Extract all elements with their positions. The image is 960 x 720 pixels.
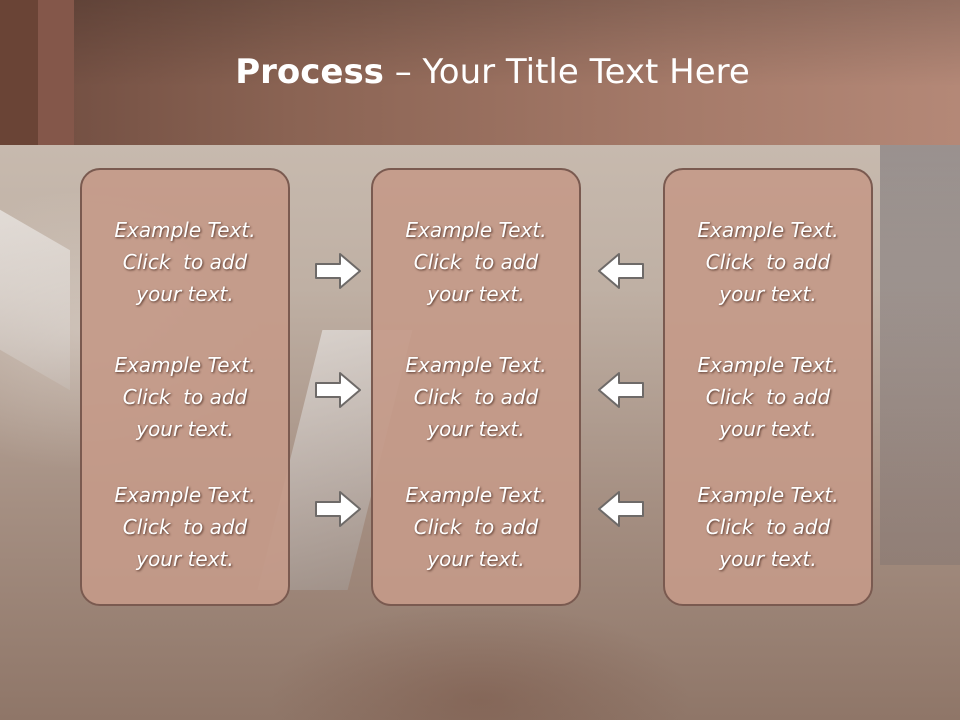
text-item[interactable]: Example Text. Click to add your text. [405, 483, 547, 571]
arrow-left-icon [598, 372, 644, 408]
text-item[interactable]: Example Text. Click to add your text. [114, 218, 256, 306]
slide-title[interactable]: Process – Your Title Text Here [0, 52, 960, 92]
title-rest: – Your Title Text Here [383, 52, 750, 92]
arrow-left-icon [598, 491, 644, 527]
arrow-left-icon [598, 253, 644, 289]
text-item[interactable]: Example Text. Click to add your text. [697, 353, 839, 441]
process-box-center[interactable]: Example Text. Click to add your text. Ex… [371, 168, 581, 606]
text-item[interactable]: Example Text. Click to add your text. [405, 218, 547, 306]
text-item[interactable]: Example Text. Click to add your text. [697, 218, 839, 306]
accent-bar-dark [0, 0, 38, 145]
text-item[interactable]: Example Text. Click to add your text. [697, 483, 839, 571]
arrow-right-icon [315, 372, 361, 408]
title-bar [0, 0, 960, 145]
title-bold: Process [235, 52, 384, 92]
text-item[interactable]: Example Text. Click to add your text. [405, 353, 547, 441]
title-bar-shade [0, 0, 960, 145]
process-box-right[interactable]: Example Text. Click to add your text. Ex… [663, 168, 873, 606]
accent-bar-medium [38, 0, 74, 145]
text-item[interactable]: Example Text. Click to add your text. [114, 353, 256, 441]
arrow-right-icon [315, 253, 361, 289]
arrow-right-icon [315, 491, 361, 527]
background-sleeve [880, 145, 960, 565]
text-item[interactable]: Example Text. Click to add your text. [114, 483, 256, 571]
process-box-left[interactable]: Example Text. Click to add your text. Ex… [80, 168, 290, 606]
